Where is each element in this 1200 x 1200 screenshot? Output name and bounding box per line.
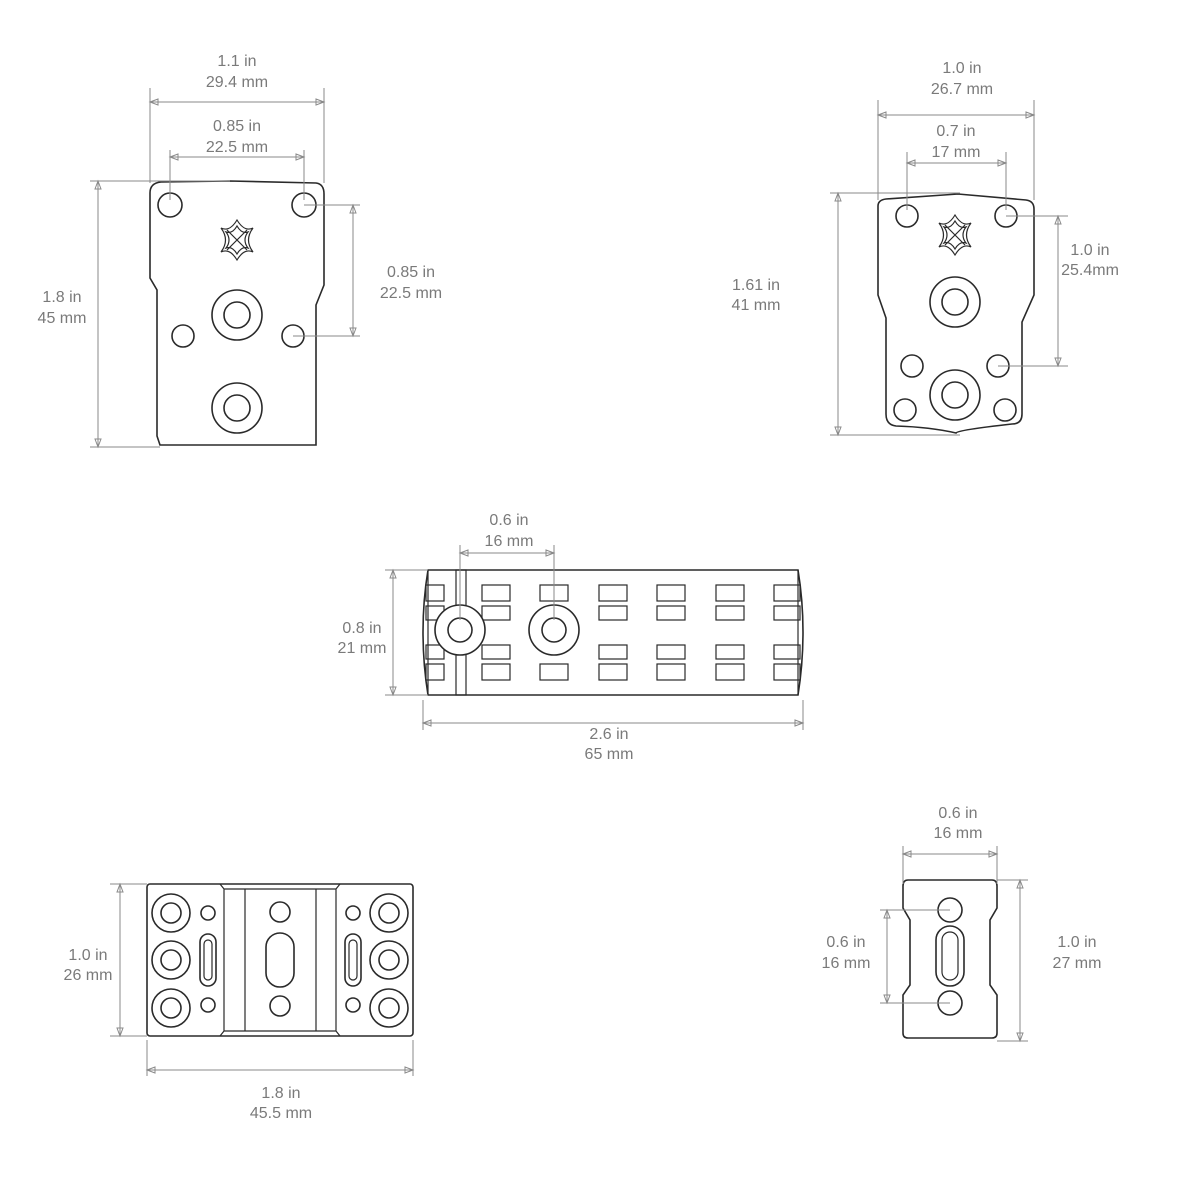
mount-hole [171,324,195,348]
plate-d: 0.6 in 16 mm 0.6 in 16 mm 1.0 in 27 mm [822,805,1102,1043]
plate-a-width-in: 1.1 in [217,53,256,70]
rail-height-in: 0.8 in [342,620,381,637]
screw-hole [941,381,969,409]
rail-length-in: 2.6 in [589,726,628,743]
plate-a-height-mm: 45 mm [38,310,87,327]
plate-a: 1.1 in 29.4 mm 0.85 in 22.5 mm 0.85 in 2… [38,53,442,449]
plate-b-hole-spacing-in: 0.7 in [936,123,975,140]
plate-c-width-in: 1.8 in [261,1085,300,1102]
plate-a-width-mm: 29.4 mm [206,74,268,91]
plate-b-vertical-spacing-in: 1.0 in [1070,242,1109,259]
mount-hole [160,949,182,971]
plate-d-height-mm: 27 mm [1053,955,1102,972]
plate-d-height-in: 1.0 in [1057,934,1096,951]
center-slot [265,932,295,988]
mount-hole [378,997,400,1019]
picatinny-rail: 0.6 in 16 mm 0.8 in 21 mm 2.6 in 65 mm [338,512,805,763]
plate-b-vertical-spacing-mm: 25.4mm [1061,262,1119,279]
rail-screw-hole [447,617,473,643]
rail-height-mm: 21 mm [338,640,387,657]
rail-length-mm: 65 mm [585,746,634,763]
pin-hole [200,997,216,1013]
pin-hole [200,905,216,921]
center-slot [935,925,965,987]
mount-hole [378,949,400,971]
plate-d-width-in: 0.6 in [938,805,977,822]
rail-spacing-in: 0.6 in [489,512,528,529]
mount-hole [893,398,917,422]
pin-hole [269,901,291,923]
plate-c-width-mm: 45.5 mm [250,1105,312,1122]
mount-hole [160,902,182,924]
plate-b-hole-spacing-mm: 17 mm [932,144,981,161]
plate-b-height-mm: 41 mm [732,297,781,314]
pin-hole [269,995,291,1017]
screw-hole [223,301,251,329]
screw-hole [941,288,969,316]
slot [199,933,217,987]
plate-a-vertical-spacing-in: 0.85 in [387,264,435,281]
plate-c-height-mm: 26 mm [64,967,113,984]
plate-d-width-mm: 16 mm [934,825,983,842]
plate-a-hole-spacing-in: 0.85 in [213,118,261,135]
plate-b-width-in: 1.0 in [942,60,981,77]
plate-d-spacing-in: 0.6 in [826,934,865,951]
plate-c-height-in: 1.0 in [68,947,107,964]
rail-screw-hole [541,617,567,643]
plate-a-vertical-spacing-mm: 22.5 mm [380,285,442,302]
pin-hole [345,997,361,1013]
slot [344,933,362,987]
screw-hole [223,394,251,422]
plate-a-hole-spacing-mm: 22.5 mm [206,139,268,156]
mount-hole [993,398,1017,422]
plate-c: 1.0 in 26 mm 1.8 in 45.5 mm [64,882,415,1122]
rail-spacing-mm: 16 mm [485,533,534,550]
mount-hole [160,997,182,1019]
plate-b-width-mm: 26.7 mm [931,81,993,98]
plate-b: 1.0 in 26.7 mm 0.7 in 17 mm 1.0 in 25.4m… [732,60,1119,437]
mount-hole [378,902,400,924]
pin-hole [345,905,361,921]
plate-d-spacing-mm: 16 mm [822,955,871,972]
plate-b-height-in: 1.61 in [732,277,780,294]
mount-hole [900,354,924,378]
plate-a-height-in: 1.8 in [42,289,81,306]
